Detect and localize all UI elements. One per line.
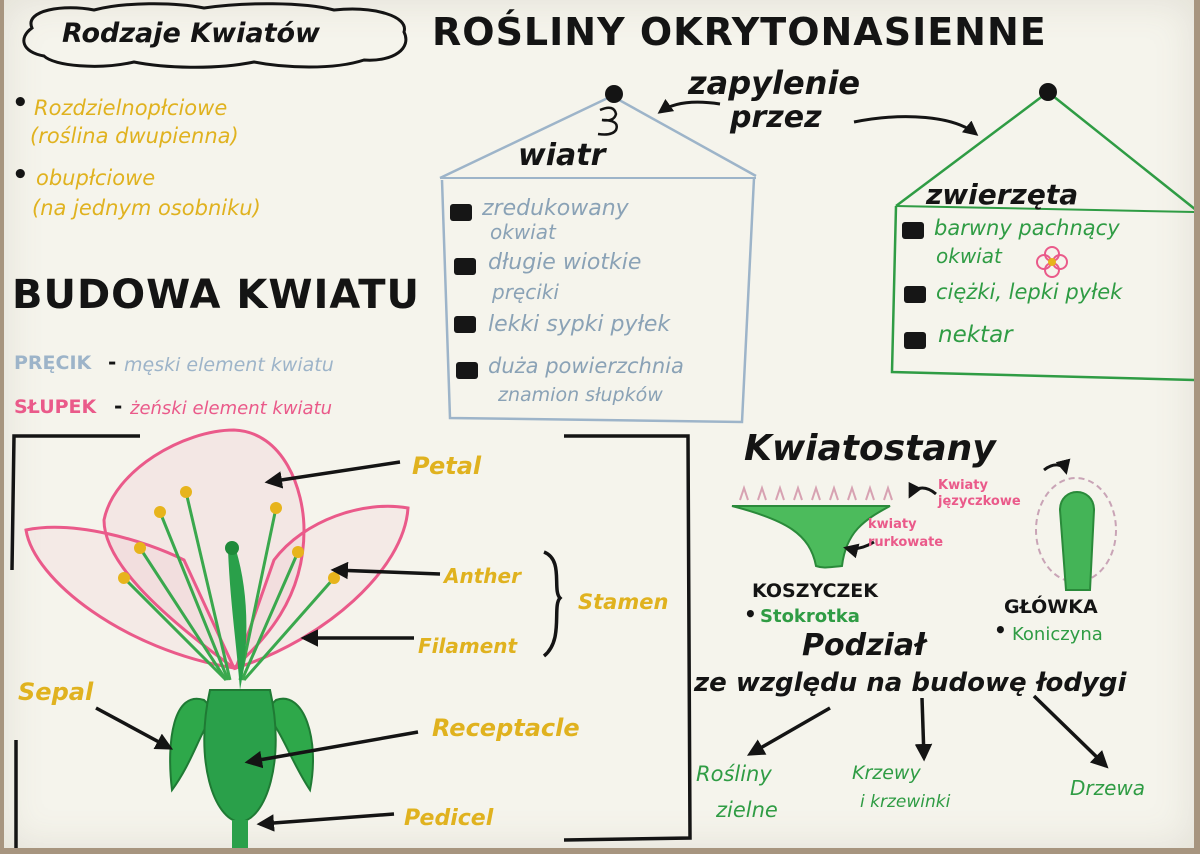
structure-title: BUDOWA KWIATU [12, 272, 420, 318]
flower-type-1-line2: (roślina dwupienna) [30, 124, 239, 148]
drawing-layer [10, 2, 1194, 848]
main-title: ROŚLINY OKRYTONASIENNE [432, 10, 1047, 54]
wind-item-2-line2: pręciki [492, 280, 559, 304]
division-arrow-herbs [746, 706, 831, 756]
flower-doodle-icon [1036, 246, 1068, 278]
stamen-label: Stamen [578, 590, 669, 614]
petal-label: Petal [412, 452, 482, 480]
head-label: GŁÓWKA [1004, 596, 1098, 618]
animals-bullet [904, 286, 926, 303]
flower-type-2-line1: obupłciowe [36, 166, 156, 190]
animals-bullet [902, 222, 924, 239]
division-shrubs-line1: Krzewy [852, 762, 921, 784]
arrow-to-animals [853, 115, 979, 136]
wind-item-1-line1: zredukowany [482, 196, 629, 221]
basket-example: Stokrotka [760, 606, 860, 627]
wind-item-2-line1: długie wiotkie [488, 250, 642, 275]
head-inflorescence-drawing [1035, 477, 1117, 591]
anther-label: Anther [444, 564, 521, 588]
tube-flowers-label: kwiaty rurkowate [868, 517, 944, 550]
stamen-definition-key: PRĘCIK [14, 352, 92, 374]
wind-bullet [454, 258, 476, 275]
tube-arrow [843, 540, 875, 559]
pedicel-label: Pedicel [404, 806, 494, 831]
wind-house-outline [439, 85, 757, 424]
receptacle-label: Receptacle [432, 714, 580, 742]
division-title: Podział [802, 628, 926, 663]
petal-pointer [264, 460, 401, 489]
pollination-label-1: zapylenie [688, 64, 861, 102]
pollination-label-2: przez [730, 100, 822, 135]
cloud-title: Rodzaje Kwiatów [62, 18, 320, 49]
tongue-flowers-label: Kwiaty języczkowe [938, 478, 1021, 509]
basket-inflorescence-drawing [731, 484, 893, 569]
frame-left-top [10, 434, 140, 571]
filament-label: Filament [418, 634, 518, 658]
basket-label: KOSZYCZEK [752, 580, 878, 602]
pistil-definition-key: SŁUPEK [14, 396, 97, 418]
wind-item-3-line1: lekki sypki pyłek [488, 312, 671, 337]
wind-title: wiatr [518, 138, 606, 173]
division-shrubs-line2: i krzewinki [860, 792, 951, 812]
title-cloud-outline [22, 2, 408, 69]
division-herbs-line2: zielne [716, 798, 778, 822]
wind-item-1-line2: okwiat [490, 220, 556, 244]
bullet-dot: • [994, 618, 1007, 642]
division-subtitle: ze względu na budowę łodygi [694, 668, 1127, 698]
stamen-definition-text: męski element kwiatu [124, 354, 334, 376]
wind-bullet [456, 362, 478, 379]
division-herbs-line1: Rośliny [696, 762, 772, 786]
wind-item-4-line2: znamion słupków [498, 384, 663, 406]
division-trees-line1: Drzewa [1070, 776, 1146, 800]
flower-type-2-line2: (na jednym osobniku) [32, 196, 261, 220]
bullet-dot: • [12, 88, 29, 118]
pedicel-pointer [256, 812, 395, 832]
head-example: Koniczyna [1012, 624, 1103, 645]
animals-title: zwierzęta [926, 178, 1079, 211]
animals-item-1-line2: okwiat [936, 244, 1002, 268]
arrow-to-wind [657, 98, 721, 114]
wind-bullet [450, 204, 472, 221]
dash: - [108, 350, 117, 374]
animals-item-3-line1: nektar [938, 322, 1013, 348]
dash: - [114, 394, 123, 418]
wind-bullet [454, 316, 476, 333]
pistil-definition-text: żeński element kwiatu [130, 398, 333, 419]
division-arrow-trees [1032, 694, 1109, 769]
stamen-brace [542, 550, 563, 658]
wind-item-4-line1: duża powierzchnia [488, 354, 684, 378]
animals-bullet [904, 332, 926, 349]
flower-type-1-line1: Rozdzielnopłciowe [34, 96, 228, 120]
poster-sheet: Rodzaje Kwiatów ROŚLINY OKRYTONASIENNE z… [4, 0, 1194, 848]
bullet-dot: • [12, 160, 29, 190]
animals-item-1-line1: barwny pachnący [934, 216, 1120, 240]
anther-pointer [330, 561, 441, 580]
tongue-arrow [908, 481, 937, 499]
flower-illustration [24, 428, 410, 848]
animals-item-2-line1: ciężki, lepki pyłek [936, 280, 1123, 304]
sepal-pointer [95, 706, 174, 750]
bullet-dot: • [744, 602, 757, 626]
animals-house-outline [890, 83, 1194, 382]
division-arrow-shrubs [914, 697, 933, 762]
receptacle-pointer [244, 730, 419, 769]
frame-right [563, 434, 692, 842]
head-arrow [1043, 458, 1071, 475]
sepal-label: Sepal [18, 678, 94, 706]
inflorescences-title: Kwiatostany [744, 428, 996, 469]
